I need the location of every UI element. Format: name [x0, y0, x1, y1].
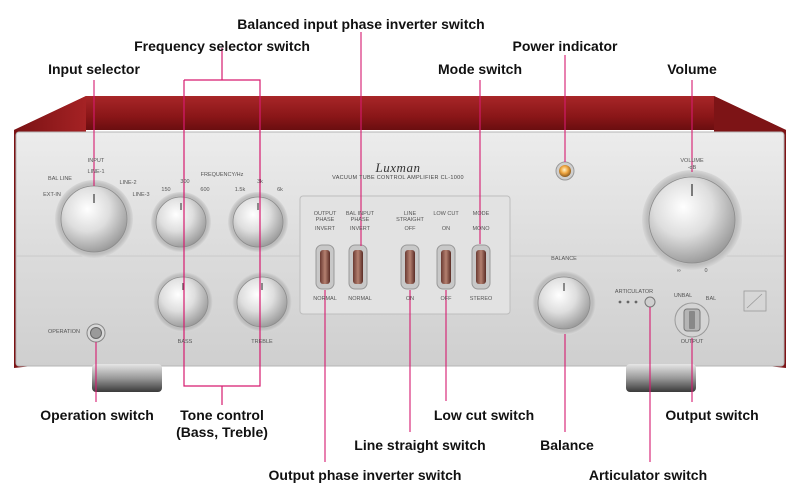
treble-frequency-3k: 3k [257, 179, 263, 185]
volume-unit: -dB [687, 165, 697, 171]
mode-top: MONO [472, 226, 490, 232]
callout-line-straight-switch: Line straight switch [354, 437, 486, 453]
cabinet-top [14, 96, 786, 130]
unbal-label: UNBAL [673, 293, 693, 299]
mode-toggle[interactable] [471, 244, 491, 290]
output-phase-label-2: PHASE [315, 217, 335, 223]
articulator-label: ARTICULATOR [614, 289, 654, 295]
callout-balance: Balance [540, 437, 594, 453]
line-straight-toggle[interactable] [400, 244, 420, 290]
model-name: VACUUM TUBE CONTROL AMPLIFIER CL-1000 [332, 175, 464, 181]
low-cut-label: LOW CUT [433, 211, 459, 217]
callout-power-indicator: Power indicator [512, 38, 618, 54]
mode-label: MODE [472, 211, 490, 217]
bal-input-phase-top: INVERT [349, 226, 371, 232]
output-phase-label-1: OUTPUT [313, 211, 337, 217]
power-indicator [555, 161, 575, 181]
line-straight-label-2: STRAIGHT [396, 217, 424, 223]
bass-frequency-600: 600 [200, 187, 210, 193]
callout-low-cut-switch: Low cut switch [433, 407, 535, 423]
output-label: OUTPUT [680, 339, 704, 345]
callout-mode-switch: Mode switch [437, 61, 523, 77]
line-straight-label-1: LINE [403, 211, 417, 217]
callout-input-selector: Input selector [48, 61, 140, 77]
left-foot [92, 364, 162, 392]
bass-frequency-knob[interactable] [151, 192, 211, 252]
operation-switch[interactable] [86, 323, 106, 343]
balance-label: BALANCE [551, 256, 577, 262]
volume-knob[interactable] [642, 170, 742, 270]
treble-frequency-6k: 6k [277, 187, 283, 193]
input-option-line-2: LINE-2 [119, 180, 137, 186]
input-option-line-3: LINE-3 [132, 192, 150, 198]
articulator-dot [634, 300, 638, 304]
balance-knob[interactable] [532, 271, 596, 335]
output-switch-control[interactable] [674, 302, 710, 338]
bal-input-phase-toggle[interactable] [348, 244, 368, 290]
callout-tone-control-line2: (Bass, Treble) [176, 424, 268, 440]
callout-frequency-selector-switch: Frequency selector switch [134, 38, 310, 54]
callout-operation-switch: Operation switch [40, 407, 154, 423]
bal-input-phase-label-1: BAL INPUT [345, 211, 375, 217]
line-straight-bottom: ON [405, 296, 415, 302]
output-phase-top: INVERT [314, 226, 336, 232]
low-cut-top: ON [441, 226, 451, 232]
output-phase-bottom: NORMAL [313, 296, 337, 302]
bass-frequency-150: 150 [161, 187, 171, 193]
callout-output-switch: Output switch [665, 407, 759, 423]
input-option-ext-in: EXT-IN [43, 192, 61, 198]
callout-output-phase-inverter-switch: Output phase inverter switch [268, 467, 462, 483]
bal-input-phase-bottom: NORMAL [348, 296, 372, 302]
articulator-button[interactable] [644, 296, 656, 308]
tone-control-bracket [183, 48, 261, 405]
feet [92, 364, 696, 392]
treble-frequency-1-5k: 1.5k [234, 187, 246, 193]
input-selector-knob[interactable] [55, 180, 133, 258]
bal-input-phase-label-2: PHASE [350, 217, 370, 223]
volume-scale-max: 0 [704, 268, 708, 274]
output-phase-toggle[interactable] [315, 244, 335, 290]
bal-label: BAL [705, 296, 717, 302]
bass-knob[interactable] [153, 272, 213, 332]
low-cut-toggle[interactable] [436, 244, 456, 290]
articulator-controls [618, 296, 656, 308]
callout-tone-control: Tone control (Bass, Treble) [176, 407, 268, 441]
treble-knob[interactable] [232, 272, 292, 332]
articulator-dot [626, 300, 630, 304]
input-option-bal-line: BAL LINE [48, 176, 72, 182]
callout-volume: Volume [667, 61, 717, 77]
operation-label: OPERATION [48, 329, 80, 335]
callout-balanced-input-phase-inverter-switch: Balanced input phase inverter switch [237, 16, 485, 32]
frequency-label: FREQUENCY/Hz [200, 172, 244, 178]
bass-label: BASS [177, 339, 193, 345]
line-straight-top: OFF [404, 226, 416, 232]
callout-articulator-switch: Articulator switch [588, 467, 708, 483]
input-option-line-1: LINE-1 [87, 169, 105, 175]
mode-bottom: STEREO [469, 296, 493, 302]
right-foot [626, 364, 696, 392]
input-label: INPUT [87, 158, 105, 164]
treble-label: TREBLE [251, 339, 273, 345]
brand-logo: Luxman [375, 160, 421, 175]
low-cut-bottom: OFF [440, 296, 452, 302]
volume-label: VOLUME [680, 158, 704, 164]
leader-lines [93, 32, 693, 462]
treble-frequency-knob[interactable] [228, 192, 288, 252]
volume-scale-min: ∞ [677, 268, 681, 274]
articulator-dot [618, 300, 622, 304]
bass-frequency-300: 300 [180, 179, 190, 185]
callout-tone-control-line1: Tone control [180, 407, 264, 423]
luxman-mark-icon [743, 290, 767, 312]
